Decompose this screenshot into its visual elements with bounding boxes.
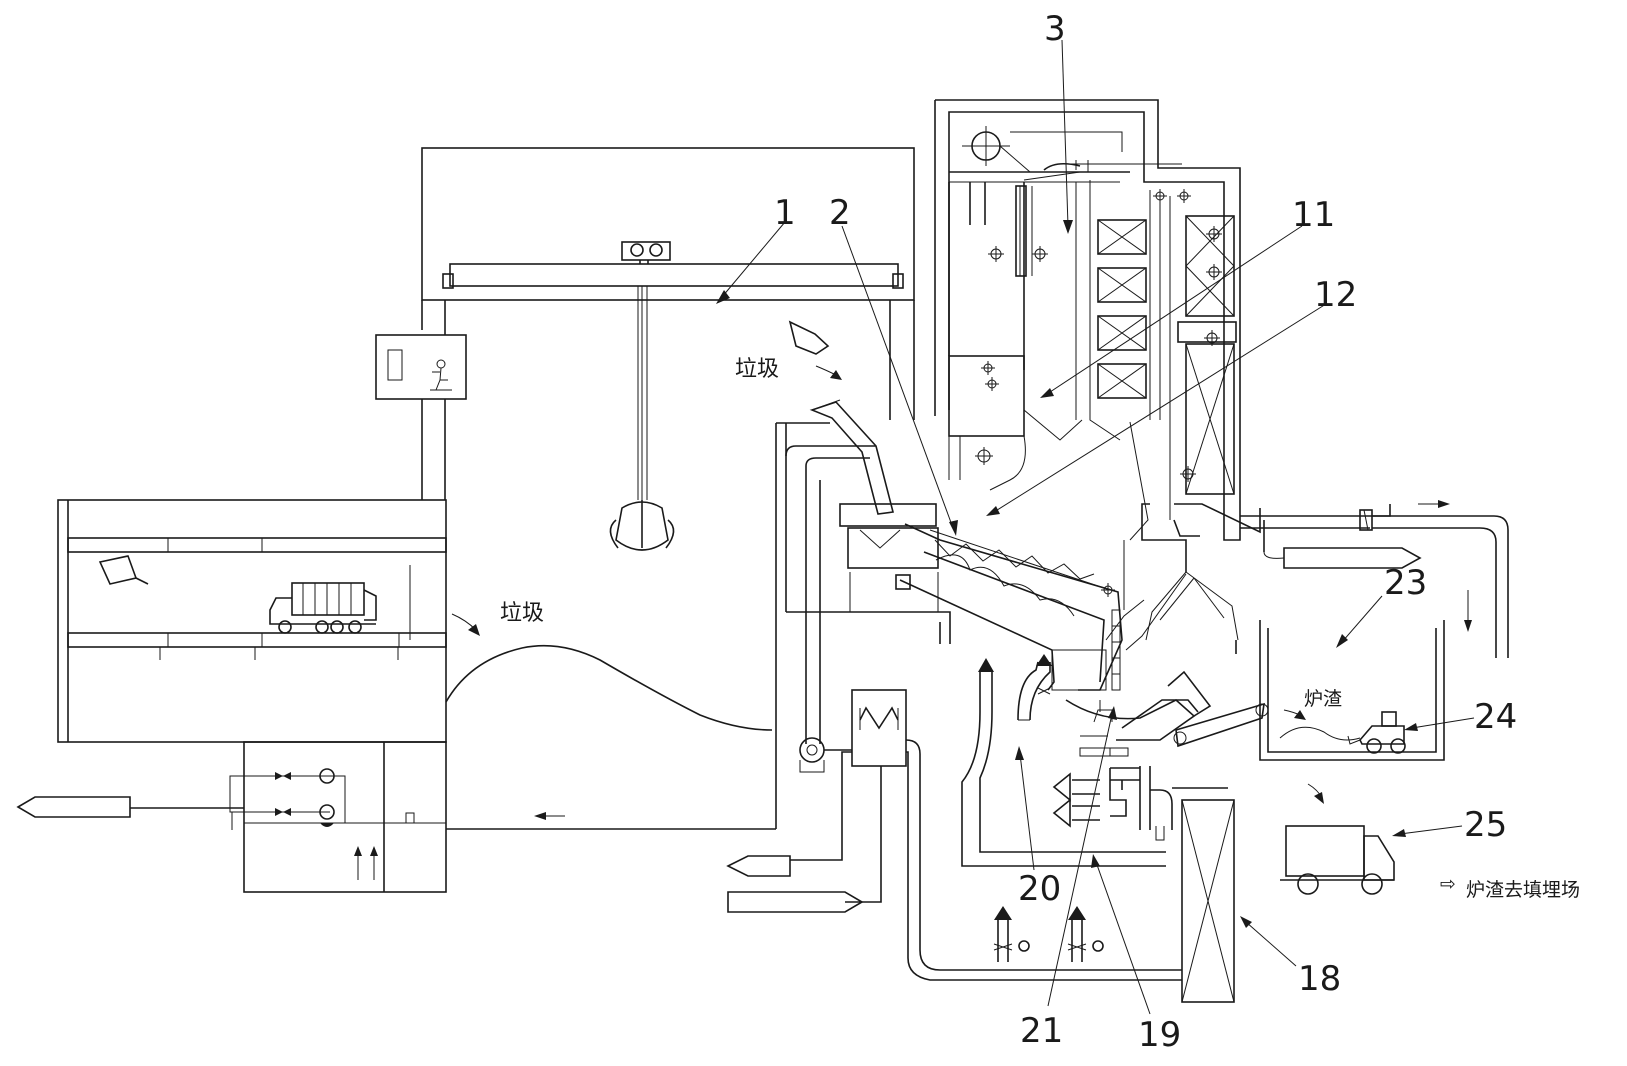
slag-truck-icon bbox=[1280, 825, 1395, 895]
label-1: 1 bbox=[774, 193, 796, 233]
bottom-air-valves bbox=[993, 906, 1104, 962]
bunker-wall bbox=[775, 422, 951, 829]
slag-label: 炉渣 bbox=[1304, 688, 1342, 710]
label-18: 18 bbox=[1298, 959, 1341, 999]
crane-bridge bbox=[442, 263, 904, 289]
waste-falling-icon bbox=[788, 320, 830, 355]
waste-label-pit: 垃圾 bbox=[500, 601, 544, 626]
tipping-waste-icon bbox=[98, 555, 149, 585]
label-21: 21 bbox=[1020, 1011, 1063, 1051]
boiler-first-pass bbox=[948, 162, 1130, 491]
steam-air-heater bbox=[851, 689, 1182, 981]
economizer-bank bbox=[1169, 196, 1237, 520]
label-12: 12 bbox=[1314, 275, 1357, 315]
secondary-air-system bbox=[961, 654, 1166, 867]
feed-chute bbox=[809, 399, 939, 612]
operator-cabin bbox=[375, 334, 467, 400]
leachate-outlet bbox=[16, 796, 244, 818]
bunker-floor bbox=[446, 812, 776, 830]
receiving-hall bbox=[57, 499, 447, 743]
crane-trolley bbox=[621, 241, 671, 264]
label-24: 24 bbox=[1474, 697, 1517, 737]
wheel-loader-icon bbox=[1347, 711, 1406, 754]
label-2: 2 bbox=[829, 193, 851, 233]
label-23: 23 bbox=[1384, 563, 1427, 603]
garbage-truck-icon bbox=[269, 582, 377, 634]
leader-lines bbox=[716, 39, 1475, 1015]
waste-pile-curve bbox=[445, 644, 773, 731]
ash-hoppers bbox=[1105, 421, 1261, 654]
air-distribution-branch bbox=[1052, 766, 1173, 841]
induced-draft-fan-unit bbox=[1172, 787, 1235, 1003]
slag-extractor bbox=[1065, 670, 1269, 748]
leachate-tank bbox=[229, 741, 447, 893]
instrument-symbols bbox=[975, 189, 1222, 597]
crane-hall bbox=[421, 147, 915, 420]
primary-air-duct bbox=[785, 445, 876, 773]
waste-label-upper: 垃圾 bbox=[735, 357, 779, 382]
label-20: 20 bbox=[1018, 869, 1061, 909]
chinese-labels: 垃圾 垃圾 炉渣 ⇨ 炉渣去填埋场 bbox=[500, 357, 1580, 901]
flyash-outlet bbox=[1263, 520, 1422, 569]
superheater-banks bbox=[1097, 190, 1161, 420]
label-3: 3 bbox=[1044, 9, 1066, 49]
flue-gas-duct bbox=[1240, 500, 1509, 658]
callout-numbers: 1 2 3 11 12 23 24 25 18 19 20 21 bbox=[774, 9, 1517, 1055]
slag-destination-label: 炉渣去填埋场 bbox=[1466, 879, 1580, 901]
label-19: 19 bbox=[1138, 1015, 1181, 1055]
condensate-outlets bbox=[726, 751, 882, 913]
slag-destination-arrow: ⇨ bbox=[1440, 873, 1456, 895]
flow-arrows bbox=[451, 365, 1324, 804]
slag-pit bbox=[1259, 620, 1445, 761]
grate-furnace bbox=[895, 523, 1123, 691]
label-25: 25 bbox=[1464, 805, 1507, 845]
label-11: 11 bbox=[1292, 195, 1335, 235]
crane-grab bbox=[609, 286, 675, 551]
